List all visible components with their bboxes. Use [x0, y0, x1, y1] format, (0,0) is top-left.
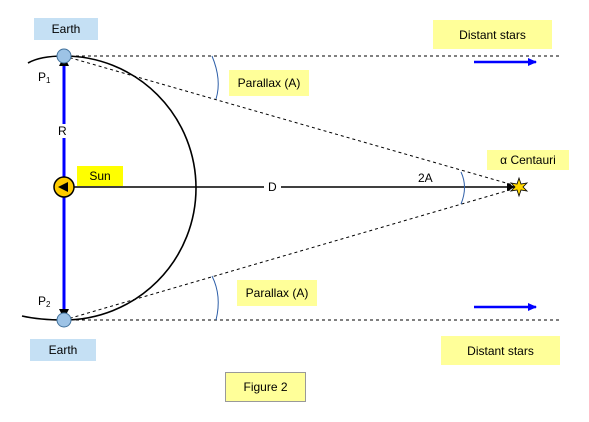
line-p2-to-alpha-centauri	[63, 186, 521, 321]
alpha-centauri-label: α Centauri	[487, 150, 569, 170]
figure-caption: Figure 2	[225, 372, 306, 402]
earth-label-top: Earth	[34, 18, 98, 40]
angle-2a-arc	[460, 171, 465, 205]
earth-label-bottom: Earth	[30, 339, 96, 361]
parallax-label-top: Parallax (A)	[229, 70, 309, 96]
sun-icon	[53, 176, 75, 198]
earth-icon	[56, 48, 72, 64]
distant-stars-label-bottom: Distant stars	[441, 336, 560, 365]
distant-stars-label-top: Distant stars	[433, 20, 552, 49]
parallax-label-bottom: Parallax (A)	[237, 280, 317, 306]
angle-2a-label: 2A	[418, 171, 433, 185]
point-p2-label: P2	[38, 294, 51, 309]
radius-label: R	[57, 124, 68, 138]
earth-orbit	[21, 55, 197, 321]
distance-label: D	[264, 180, 281, 194]
sun-label: Sun	[77, 166, 123, 186]
parallax-arc-top	[211, 55, 219, 100]
star-icon	[509, 176, 529, 198]
parallax-arc-bottom	[211, 275, 219, 321]
point-p1-label: P1	[38, 70, 51, 85]
earth-icon	[56, 312, 72, 328]
line-p1-to-alpha-centauri	[63, 55, 521, 188]
